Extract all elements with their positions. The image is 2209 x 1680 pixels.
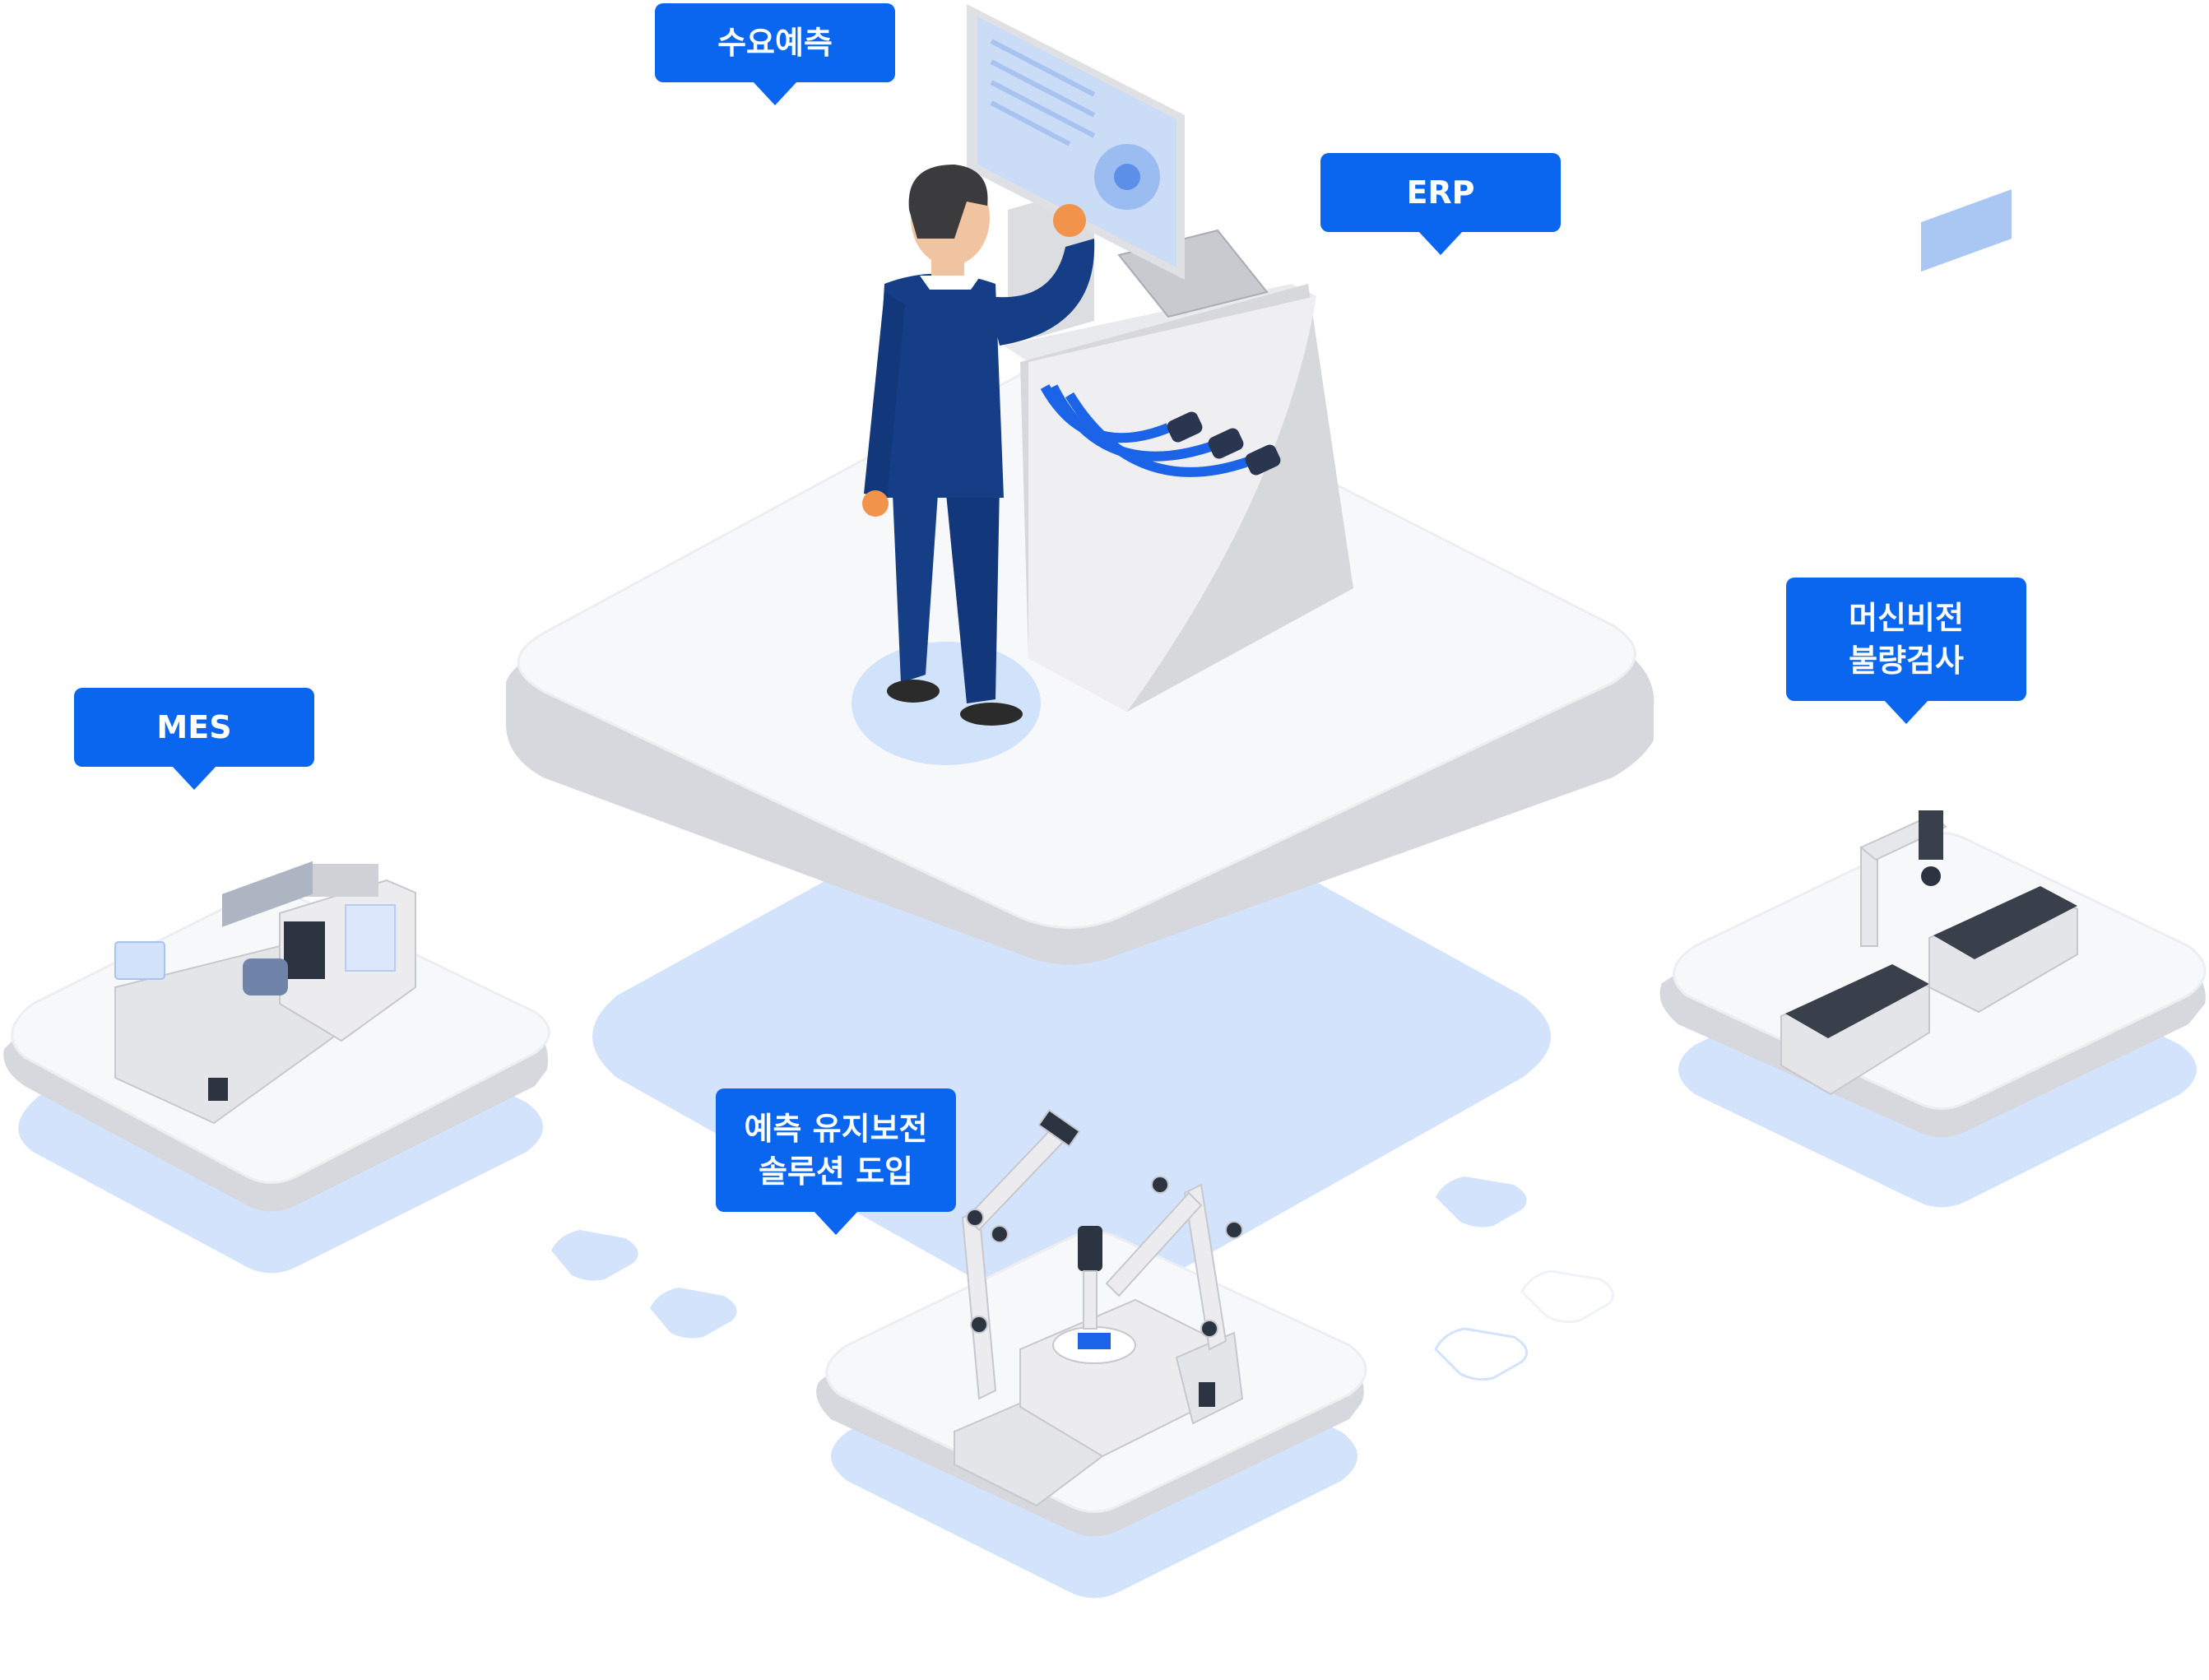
maintenance-chip [1078, 1333, 1111, 1349]
person-collar [920, 276, 981, 290]
desk-front-panel [1028, 296, 1316, 712]
vision-platform [1659, 189, 2207, 1208]
person-leg-left [893, 494, 938, 683]
tile-3 [1436, 1176, 1527, 1228]
person-hand-left [862, 490, 889, 517]
person-floor-marker [852, 642, 1041, 765]
person-shoe-right [960, 703, 1023, 726]
mes-machine-switch [208, 1078, 228, 1101]
maintenance-center-tool [1078, 1226, 1102, 1271]
vision-inspection-box [1921, 189, 2012, 272]
tile-4 [1434, 1327, 1529, 1381]
person-hair [908, 165, 988, 239]
mes-platform [3, 861, 550, 1274]
maintenance-switch [1199, 1382, 1215, 1407]
tile-5 [1520, 1269, 1615, 1324]
vision-arm-pillar [1860, 847, 1878, 947]
vision-belt-right [1933, 886, 2077, 959]
person-arm-right [987, 239, 1095, 346]
workstation [967, 4, 1353, 712]
tile-1 [551, 1230, 638, 1281]
person-leg-right [946, 485, 1000, 703]
tile-2 [650, 1288, 737, 1339]
person-shoe-left [887, 680, 940, 703]
callout-machine-vision: 머신비전 불량검사 [1786, 578, 2026, 701]
left-robot-arm [961, 1108, 1081, 1400]
mes-machine-panel [345, 904, 396, 972]
connector-3 [1245, 444, 1281, 476]
decorative-tiles [551, 1176, 1615, 1381]
cable-3 [1065, 392, 1253, 477]
person-arm-left [864, 292, 905, 498]
callout-erp: ERP [1320, 153, 1561, 232]
mes-machine-top-block [304, 864, 378, 897]
mes-conveyor [222, 861, 313, 927]
person [852, 165, 1095, 765]
maintenance-platform [816, 1108, 1367, 1599]
screen-gear-icon-center [1114, 164, 1140, 190]
person-torso [872, 273, 1004, 498]
mes-machine-chamber [284, 921, 325, 979]
vision-camera [1919, 810, 1943, 860]
vision-camera-lens [1921, 866, 1941, 886]
mes-machine-motor [243, 958, 288, 995]
mes-monitor [114, 941, 165, 980]
callout-predictive-maintenance: 예측 유지보전 솔루션 도입 [716, 1088, 956, 1212]
person-hand-right [1053, 204, 1086, 237]
callout-mes: MES [74, 688, 314, 767]
callout-demand-forecast: 수요예측 [655, 3, 895, 82]
connector-2 [1208, 428, 1244, 459]
screen-text-lines [990, 39, 1096, 146]
maintenance-tool-shaft [1083, 1270, 1098, 1330]
connector-1 [1167, 411, 1203, 443]
vision-belt-left [1785, 964, 1929, 1038]
right-robot-arm [1105, 1176, 1243, 1351]
